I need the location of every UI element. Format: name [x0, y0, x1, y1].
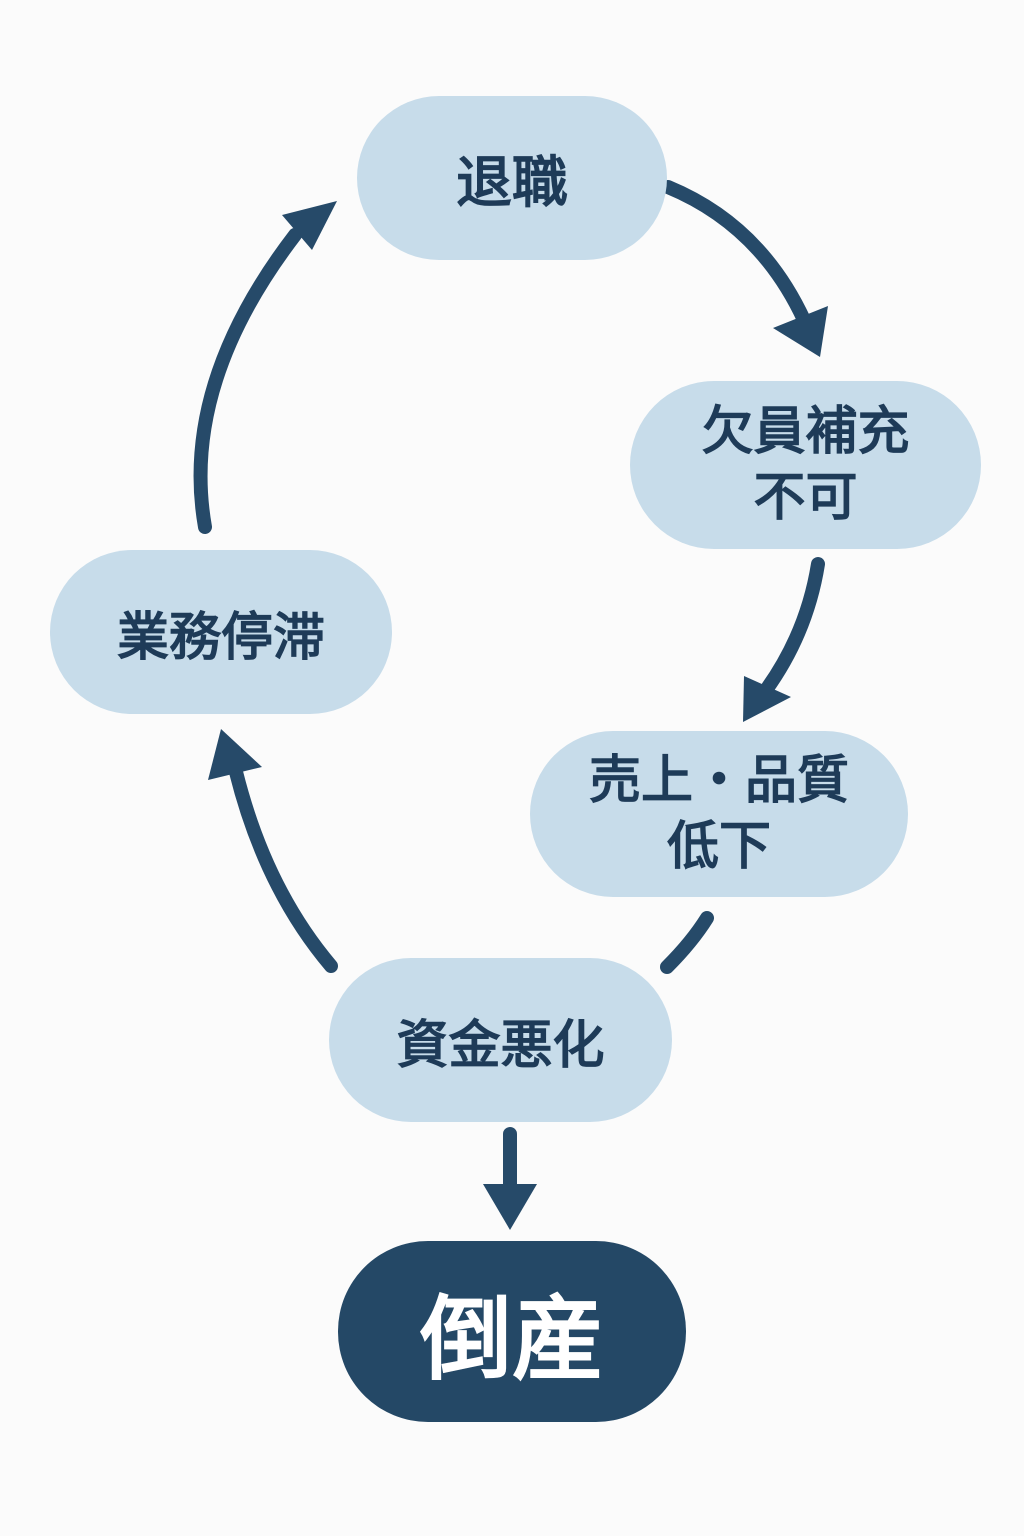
node-retirement: 退職 — [357, 96, 667, 260]
node-stagnation-label: 業務停滞 — [116, 607, 325, 668]
arrow-retirement-to-vacancy — [661, 180, 811, 327]
node-retirement-label: 退職 — [456, 150, 568, 216]
arrow-vacancy-to-sales — [759, 557, 825, 697]
arrowhead-vacancy-to-sales — [743, 676, 791, 722]
arrowhead-funds-to-stagnation — [208, 729, 262, 780]
node-funding-deterioration: 資金悪化 — [329, 958, 672, 1122]
node-bankruptcy: 倒産 — [338, 1241, 686, 1422]
arrow-sales-to-funds — [660, 911, 714, 974]
node-work-stagnation: 業務停滞 — [50, 550, 392, 714]
node-vacancy-unfillable: 欠員補充 不可 — [630, 381, 981, 549]
arrowhead-stagnation-to-retirement — [282, 201, 337, 250]
node-vacancy-label-line1: 欠員補充 — [701, 402, 910, 462]
arrow-funds-to-stagnation — [229, 765, 338, 973]
node-sales-label-line1: 売上・品質 — [588, 751, 849, 811]
arrowhead-funds-to-bankruptcy — [483, 1184, 537, 1230]
node-funds-label: 資金悪化 — [396, 1015, 605, 1076]
node-sales-quality-decline: 売上・品質 低下 — [530, 731, 908, 897]
arrowhead-retirement-to-vacancy — [773, 306, 828, 357]
arrow-stagnation-to-retirement — [193, 228, 302, 534]
node-sales-label-line2: 低下 — [666, 817, 771, 877]
node-bankruptcy-label: 倒産 — [419, 1286, 604, 1393]
node-vacancy-label-line2: 不可 — [753, 468, 858, 528]
